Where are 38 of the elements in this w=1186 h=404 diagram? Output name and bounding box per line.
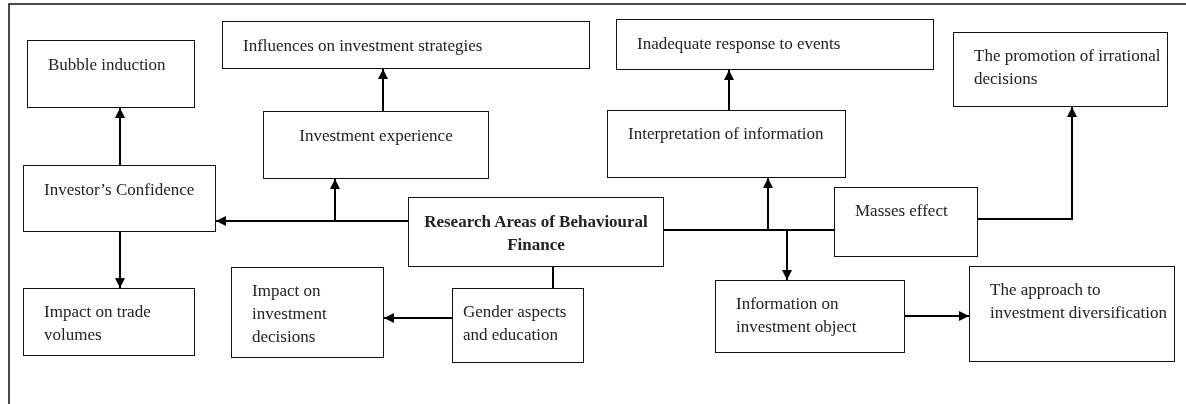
box-label: Interpretation of information [628,123,825,145]
box-label: Inadequate response to events [637,33,842,55]
arrow [724,69,734,111]
process-box [222,21,590,69]
process-box [231,267,384,358]
box-label: Influences on investment strategies [243,35,484,57]
arrow [115,107,125,166]
process-box [23,288,195,356]
connector-line [552,266,554,289]
box-label: Masses effect [855,200,949,222]
process-box [607,110,846,178]
arrow [330,178,409,222]
process-box [263,111,489,179]
process-box [715,280,905,353]
box-label: Impact on trade volumes [44,301,152,346]
process-box [23,165,216,232]
arrow [383,313,453,323]
process-box [27,40,195,108]
box-label: The promotion of irrational decisions [974,45,1162,90]
box-label: Information on investment object [736,293,858,338]
box-label: Bubble induction [48,54,167,76]
box-label: Investor’s Confidence [44,179,196,201]
box-label: Gender aspects and education [463,301,568,346]
arrow [904,311,970,321]
process-box [953,32,1168,107]
process-box [834,187,978,257]
arrow [977,106,1077,220]
process-box [969,266,1175,362]
box-label: Investment experience [298,125,454,147]
box-label: Impact on investment decisions [252,280,328,348]
box-label: The approach to investment diversification [990,279,1169,324]
process-box [452,288,584,363]
arrow [115,231,125,289]
box-label: Research Areas of Behavioural Finance [423,211,649,256]
process-box [408,197,664,267]
arrow [378,68,388,112]
process-box [616,19,934,70]
arrow [663,229,792,281]
